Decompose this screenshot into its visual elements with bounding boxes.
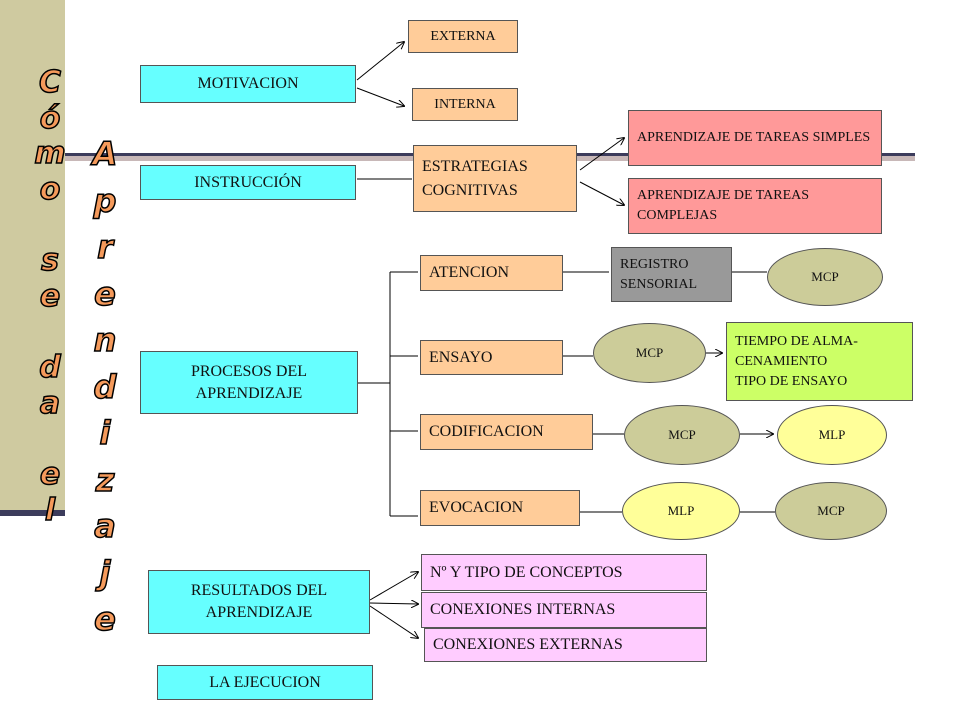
codificacion-mlp-label: MLP <box>818 427 846 442</box>
procesos-box: PROCESOS DEL APRENDIZAJE <box>140 351 358 414</box>
title-letter: a <box>93 507 116 545</box>
interna-box: INTERNA <box>412 88 518 121</box>
interna-label: INTERNA <box>434 96 496 112</box>
tareas-simples-label: APRENDIZAJE DE TAREAS SIMPLES <box>637 130 871 145</box>
codificacion-mcp-label: MCP <box>668 427 696 442</box>
title-letter: m <box>34 136 67 171</box>
title-letter: j <box>99 553 111 592</box>
tiempo-line-3: TIPO DE ENSAYO <box>735 373 848 389</box>
conexiones-internas-box: CONEXIONES INTERNAS <box>421 592 707 628</box>
tareas-simples-box: APRENDIZAJE DE TAREAS SIMPLES <box>628 110 882 166</box>
atencion-mcp-ellipse: MCP <box>767 248 883 306</box>
estrategias-box: ESTRATEGIAS COGNITIVAS <box>413 145 577 212</box>
title-letter: e <box>39 278 61 314</box>
motivacion-label: MOTIVACION <box>197 75 299 92</box>
title-letter: d <box>93 367 117 406</box>
title-letter: n <box>93 321 117 359</box>
resultados-label: RESULTADOS DEL APRENDIZAJE <box>190 582 328 621</box>
codificacion-mcp-ellipse: MCP <box>624 405 740 465</box>
tiempo-line-1: TIEMPO DE ALMA- <box>735 333 858 349</box>
ensayo-label: ENSAYO <box>429 348 493 366</box>
externa-label: EXTERNA <box>430 28 496 44</box>
estrategias-label: ESTRATEGIAS COGNITIVAS <box>422 157 528 199</box>
arrow-resultados-externas <box>369 605 418 638</box>
evocacion-box: EVOCACION <box>420 490 580 526</box>
title-letter: p <box>93 181 117 220</box>
tareas-complejas-label: APRENDIZAJE DE TAREAS COMPLEJAS <box>637 188 810 223</box>
codificacion-label: CODIFICACION <box>429 423 544 440</box>
ensayo-box: ENSAYO <box>420 340 563 375</box>
evocacion-mcp-ellipse: MCP <box>775 482 887 540</box>
title-letter: i <box>99 414 111 452</box>
evocacion-label: EVOCACION <box>429 499 524 516</box>
left-band <box>0 0 65 510</box>
title-letter: ó <box>39 100 61 136</box>
conexiones-externas-label: CONEXIONES EXTERNAS <box>433 636 623 653</box>
tareas-complejas-box: APRENDIZAJE DE TAREAS COMPLEJAS <box>628 178 882 234</box>
title-letter: z <box>95 460 115 499</box>
left-band-shadow <box>0 510 65 516</box>
ensayo-mcp-ellipse: MCP <box>593 323 706 383</box>
codificacion-box: CODIFICACION <box>420 414 593 450</box>
arrow-estrategias-complejas <box>579 181 624 205</box>
title-letter: e <box>93 600 116 638</box>
instruccion-label: INSTRUCCIÓN <box>194 173 302 191</box>
codificacion-mlp-ellipse: MLP <box>777 405 887 465</box>
conceptos-label: Nº Y TIPO DE CONCEPTOS <box>430 563 623 581</box>
tiempo-line-2: CENAMIENTO <box>735 353 828 369</box>
title-letter: e <box>39 457 61 492</box>
ejecucion-label: LA EJECUCION <box>209 673 321 691</box>
title-letter: l <box>44 492 56 528</box>
arrow-estrategias-simples <box>579 138 624 171</box>
atencion-box: ATENCION <box>420 255 563 291</box>
arrow-motivacion-externa <box>356 42 404 81</box>
evocacion-mcp-label: MCP <box>817 503 845 518</box>
arrow-resultados-internas <box>369 603 418 604</box>
instruccion-box: INSTRUCCIÓN <box>140 165 356 200</box>
title-letter: C <box>38 65 62 100</box>
registro-sensorial-label: REGISTRO SENSORIAL <box>620 256 698 292</box>
resultados-box: RESULTADOS DEL APRENDIZAJE <box>148 570 370 634</box>
atencion-label: ATENCION <box>429 264 509 281</box>
tiempo-almacenamiento-box: TIEMPO DE ALMA- CENAMIENTO TIPO DE ENSAY… <box>726 322 913 401</box>
conceptos-box: Nº Y TIPO DE CONCEPTOS <box>421 554 707 591</box>
ejecucion-box: LA EJECUCION <box>157 665 373 700</box>
atencion-mcp-label: MCP <box>811 269 839 284</box>
arrow-motivacion-interna <box>356 87 404 106</box>
vertical-title-como-se-da-el: C ó m o s e d a e l <box>20 65 80 531</box>
ensayo-mcp-label: MCP <box>635 345 664 360</box>
motivacion-box: MOTIVACION <box>140 65 356 103</box>
externa-box: EXTERNA <box>408 20 518 53</box>
vertical-title-aprendizaje: A p r e n d i z a j e <box>75 135 135 650</box>
conexiones-externas-box: CONEXIONES EXTERNAS <box>424 628 707 662</box>
title-letter: e <box>93 274 116 313</box>
procesos-label: PROCESOS DEL APRENDIZAJE <box>190 362 308 402</box>
title-letter: o <box>39 171 61 207</box>
title-letter: a <box>39 385 61 421</box>
evocacion-mlp-label: MLP <box>667 503 695 518</box>
arrow-resultados-conceptos <box>369 572 418 601</box>
title-letter: s <box>40 243 59 278</box>
conexiones-internas-label: CONEXIONES INTERNAS <box>430 601 616 618</box>
evocacion-mlp-ellipse: MLP <box>622 482 740 540</box>
title-letter: d <box>39 350 62 385</box>
title-letter: r <box>96 228 113 266</box>
title-letter: A <box>92 135 118 173</box>
registro-sensorial-box: REGISTRO SENSORIAL <box>611 247 732 302</box>
